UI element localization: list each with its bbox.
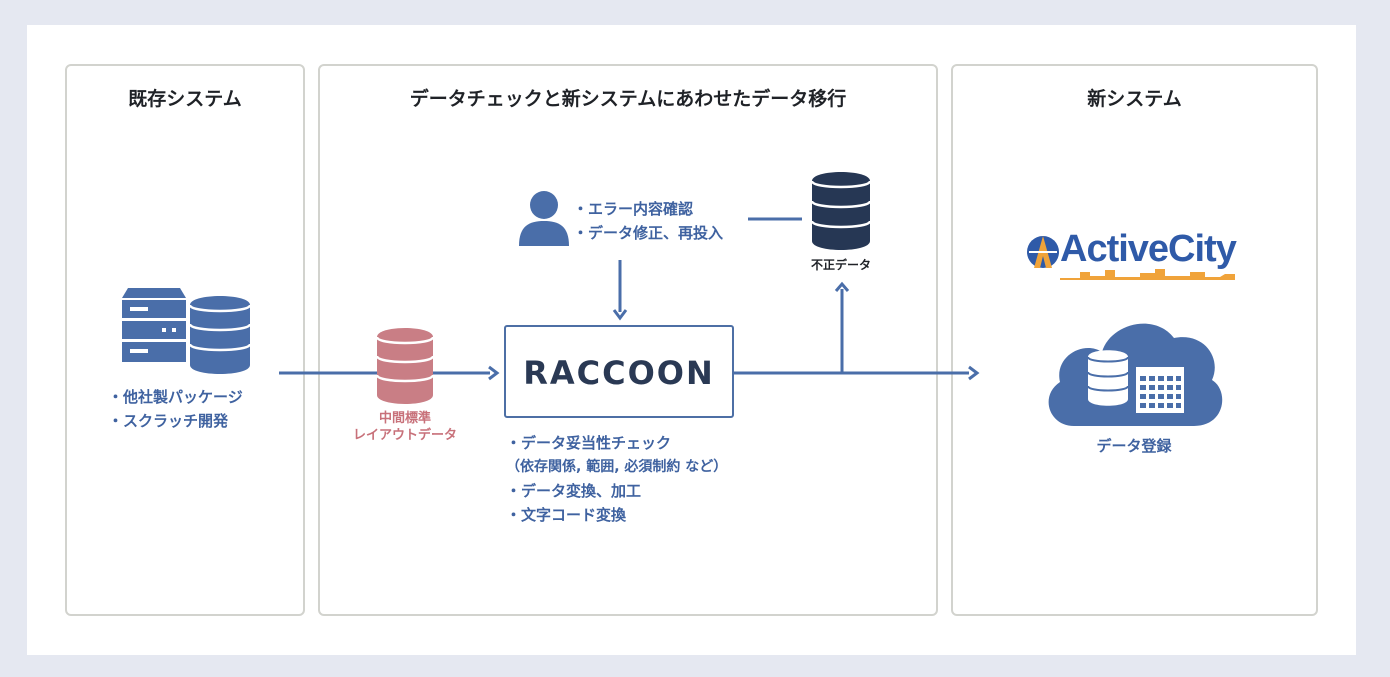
list-item: ・データ修正、再投入 bbox=[573, 224, 724, 242]
cloud-icon bbox=[1048, 323, 1223, 426]
logo-text: ActiveCity bbox=[1060, 228, 1237, 270]
list-item: ・スクラッチ開発 bbox=[108, 412, 229, 430]
user-icon bbox=[519, 191, 569, 246]
raccoon-logo: RACCOON bbox=[523, 354, 715, 392]
invalid-data-label: 不正データ bbox=[810, 258, 871, 272]
legacy-system-panel: 既存システム bbox=[65, 64, 305, 616]
list-item: ・エラー内容確認 bbox=[573, 200, 694, 218]
panel-title: 既存システム bbox=[128, 88, 242, 110]
database-icon bbox=[190, 296, 250, 374]
intermediate-data-label: 中間標準 レイアウトデータ bbox=[352, 411, 457, 443]
server-icon bbox=[122, 288, 186, 362]
list-item: ・文字コード変換 bbox=[506, 506, 627, 524]
migration-panel: データチェックと新システムにあわせたデータ移行 bbox=[318, 64, 938, 616]
legacy-item-list: ・他社製パッケージ ・スクラッチ開発 bbox=[108, 385, 243, 433]
list-item: ・データ妥当性チェック bbox=[506, 434, 672, 452]
panel-title: 新システム bbox=[1087, 88, 1182, 110]
raccoon-box: RACCOON bbox=[504, 325, 734, 418]
invalid-database-icon bbox=[812, 172, 870, 250]
grid-icon bbox=[1136, 367, 1184, 413]
activecity-logo: ActiveCity bbox=[1026, 228, 1241, 284]
panel-title: データチェックと新システムにあわせたデータ移行 bbox=[409, 88, 847, 110]
list-item: ・データ変換、加工 bbox=[506, 482, 642, 500]
raccoon-task-list: ・データ妥当性チェック （依存関係, 範囲, 必須制約 など） ・データ変換、加… bbox=[506, 431, 727, 527]
cloud-label: データ登録 bbox=[1096, 437, 1172, 455]
globe-logo-icon bbox=[1027, 236, 1059, 268]
intermediate-database-icon bbox=[377, 328, 433, 404]
user-task-list: ・エラー内容確認 ・データ修正、再投入 bbox=[573, 197, 723, 245]
list-item: （依存関係, 範囲, 必須制約 など） bbox=[506, 459, 728, 475]
database-icon bbox=[1088, 350, 1128, 406]
list-item: ・他社製パッケージ bbox=[108, 388, 243, 406]
skyline-icon bbox=[1060, 269, 1235, 280]
